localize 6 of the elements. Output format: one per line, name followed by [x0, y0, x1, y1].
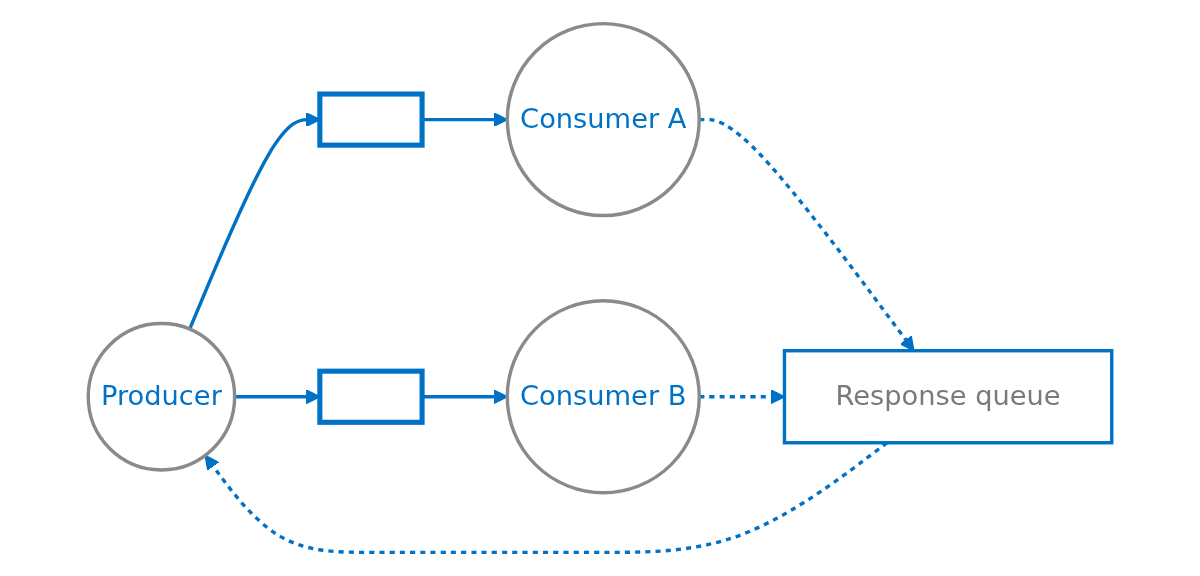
node-box — [317, 91, 425, 148]
node-circle: Consumer B — [505, 299, 701, 495]
node-box: Response queue — [782, 349, 1114, 445]
node-circle: Consumer A — [505, 21, 701, 218]
node-box — [317, 368, 425, 425]
node-circle: Producer — [86, 321, 237, 472]
